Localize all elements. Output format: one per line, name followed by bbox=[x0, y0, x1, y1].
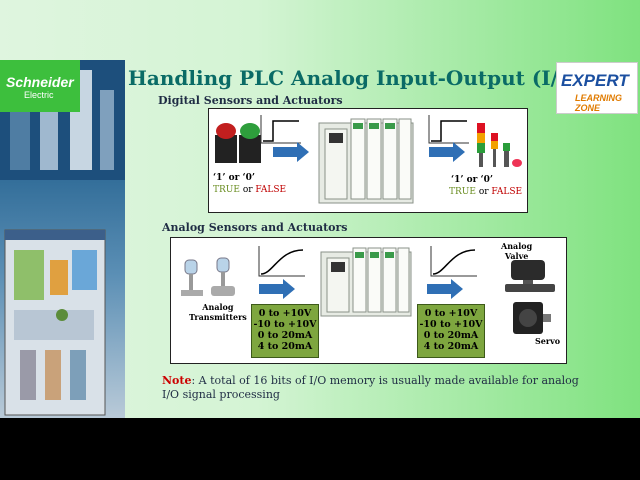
arrow-right-icon-2 bbox=[429, 142, 465, 162]
logo-line1: EXPERT bbox=[561, 71, 629, 90]
brand-sub: Electric bbox=[24, 90, 54, 100]
true-label: TRUE bbox=[213, 185, 240, 195]
plc-icon-2 bbox=[320, 247, 412, 317]
bottom-letterbox bbox=[0, 418, 640, 480]
valve-label: Analog Valve bbox=[501, 241, 533, 261]
note-body: : A total of 16 bits of I/O memory is us… bbox=[162, 374, 579, 401]
plc-icon bbox=[318, 118, 414, 204]
digital-panel: ‘1’ or ‘0’ TRUE or FALSE bbox=[208, 108, 528, 213]
analog-panel: Analog Transmitters 0 to +10V -10 to +10… bbox=[170, 237, 567, 364]
digital-left-bool: TRUE or FALSE bbox=[213, 185, 286, 195]
factory-photo-strip bbox=[0, 60, 125, 418]
schneider-logo: Schneider Electric bbox=[0, 60, 80, 112]
true-label-right: TRUE bbox=[449, 187, 476, 197]
digital-right-bool: TRUE or FALSE bbox=[449, 187, 522, 197]
range-out-1: -10 to +10V bbox=[419, 319, 483, 330]
brand-name: Schneider bbox=[6, 74, 74, 90]
digital-left-states: ‘1’ or ‘0’ bbox=[213, 173, 256, 183]
servo-label: Servo bbox=[535, 336, 561, 346]
analog-transmitter-icon bbox=[181, 257, 235, 296]
expert-learning-zone-logo: EXPERT LEARNING ZONE bbox=[556, 62, 638, 114]
digital-heading: Digital Sensors and Actuators bbox=[158, 94, 343, 107]
or-label: or bbox=[242, 185, 253, 195]
stack-lights-icon bbox=[477, 123, 522, 167]
logo-line2: LEARNING ZONE bbox=[575, 93, 622, 113]
slide-title: Handling PLC Analog Input-Output (I/O) bbox=[128, 66, 585, 90]
analog-signal-icon-2 bbox=[430, 246, 477, 277]
transmitters-label: Analog Transmitters bbox=[189, 302, 247, 322]
note-text: Note: A total of 16 bits of I/O memory i… bbox=[162, 374, 592, 402]
range-in-3: 4 to 20mA bbox=[257, 341, 313, 352]
output-ranges-box: 0 to +10V -10 to +10V 0 to 20mA 4 to 20m… bbox=[417, 304, 485, 358]
analog-valve-icon bbox=[505, 260, 555, 292]
step-signal-icon bbox=[260, 115, 301, 144]
range-out-2: 0 to 20mA bbox=[423, 330, 479, 341]
arrow-right-icon-3 bbox=[259, 279, 295, 299]
or-label-right: or bbox=[478, 187, 489, 197]
step-signal-icon-2 bbox=[428, 115, 469, 144]
range-in-0: 0 to +10V bbox=[258, 308, 312, 319]
digital-right-states: ‘1’ or ‘0’ bbox=[451, 175, 494, 185]
slide: Schneider Electric Handling PLC Analog I… bbox=[0, 0, 640, 418]
input-ranges-box: 0 to +10V -10 to +10V 0 to 20mA 4 to 20m… bbox=[251, 304, 319, 358]
range-in-1: -10 to +10V bbox=[253, 319, 317, 330]
range-out-0: 0 to +10V bbox=[424, 308, 478, 319]
analog-signal-icon bbox=[258, 246, 305, 277]
false-label: FALSE bbox=[255, 185, 287, 195]
push-buttons-icon bbox=[215, 123, 261, 163]
factory-image bbox=[0, 60, 125, 416]
range-in-2: 0 to 20mA bbox=[257, 330, 313, 341]
false-label-right: FALSE bbox=[491, 187, 523, 197]
arrow-right-icon-4 bbox=[427, 279, 463, 299]
analog-heading: Analog Sensors and Actuators bbox=[162, 221, 348, 234]
range-out-3: 4 to 20mA bbox=[423, 341, 479, 352]
arrow-right-icon bbox=[273, 142, 309, 162]
servo-motor-icon bbox=[513, 302, 551, 334]
note-keyword: Note bbox=[162, 374, 192, 387]
